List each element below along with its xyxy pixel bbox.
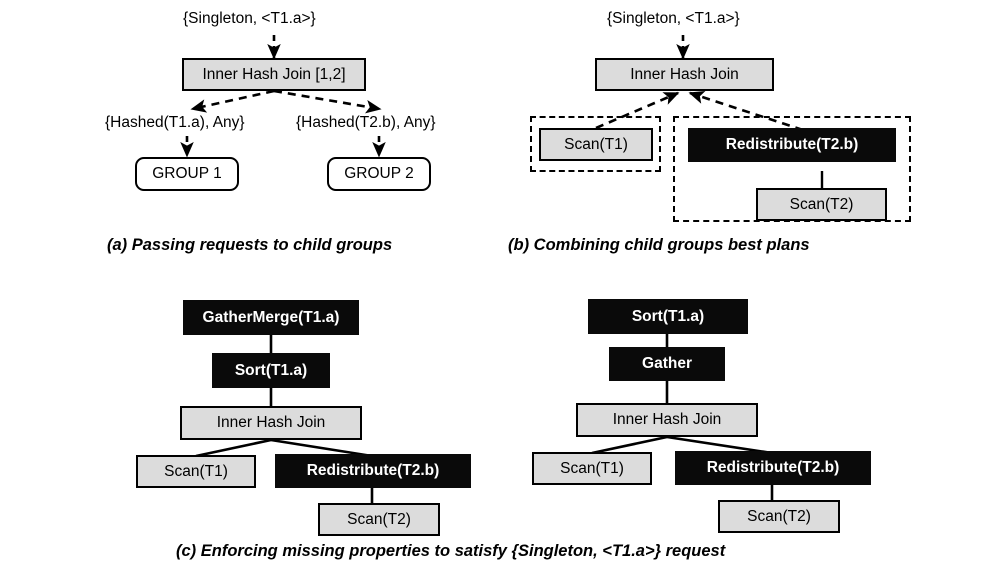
panel-a-right-request: {Hashed(T2.b), Any} — [296, 114, 436, 131]
edge-cl-join-scant1 — [195, 438, 272, 458]
panel-c-right-scant2: Scan(T2) — [718, 500, 840, 533]
panel-a-top-request: {Singleton, <T1.a>} — [183, 10, 316, 27]
panel-c-right-redistribute: Redistribute(T2.b) — [675, 451, 871, 485]
arrow-a-root-left — [190, 89, 275, 113]
panel-c-right-scant1: Scan(T1) — [532, 452, 652, 485]
panel-b-top-request: {Singleton, <T1.a>} — [607, 10, 740, 27]
panel-a-group-1: GROUP 1 — [135, 157, 239, 191]
panel-a-caption: (a) Passing requests to child groups — [107, 236, 393, 254]
panel-c-left-scant1: Scan(T1) — [136, 455, 256, 488]
panel-c-right-gather: Gather — [609, 347, 725, 381]
panel-c-left-scant2: Scan(T2) — [318, 503, 440, 536]
panel-c-caption: (c) Enforcing missing properties to sati… — [176, 542, 726, 560]
panel-c-right-inner-hash-join: Inner Hash Join — [576, 403, 758, 437]
panel-b-right-plan-scant2: Scan(T2) — [756, 188, 887, 221]
panel-c-left-sort: Sort(T1.a) — [212, 353, 330, 388]
panel-a-group-2: GROUP 2 — [327, 157, 431, 191]
arrow-a-root-right — [273, 89, 382, 114]
panel-a-root-node: Inner Hash Join [1,2] — [182, 58, 366, 91]
edge-cr-join-scant1 — [591, 435, 668, 455]
panel-c-left-redistribute: Redistribute(T2.b) — [275, 454, 471, 488]
panel-b-caption: (b) Combining child groups best plans — [508, 236, 810, 254]
panel-b-left-plan-scant1: Scan(T1) — [539, 128, 653, 161]
panel-c-right-sort: Sort(T1.a) — [588, 299, 748, 334]
panel-b-root-node: Inner Hash Join — [595, 58, 774, 91]
panel-c-left-inner-hash-join: Inner Hash Join — [180, 406, 362, 440]
panel-b-right-plan-redistribute: Redistribute(T2.b) — [688, 128, 896, 162]
panel-a-left-request: {Hashed(T1.a), Any} — [105, 114, 245, 131]
panel-c-left-gathermerge: GatherMerge(T1.a) — [183, 300, 359, 335]
